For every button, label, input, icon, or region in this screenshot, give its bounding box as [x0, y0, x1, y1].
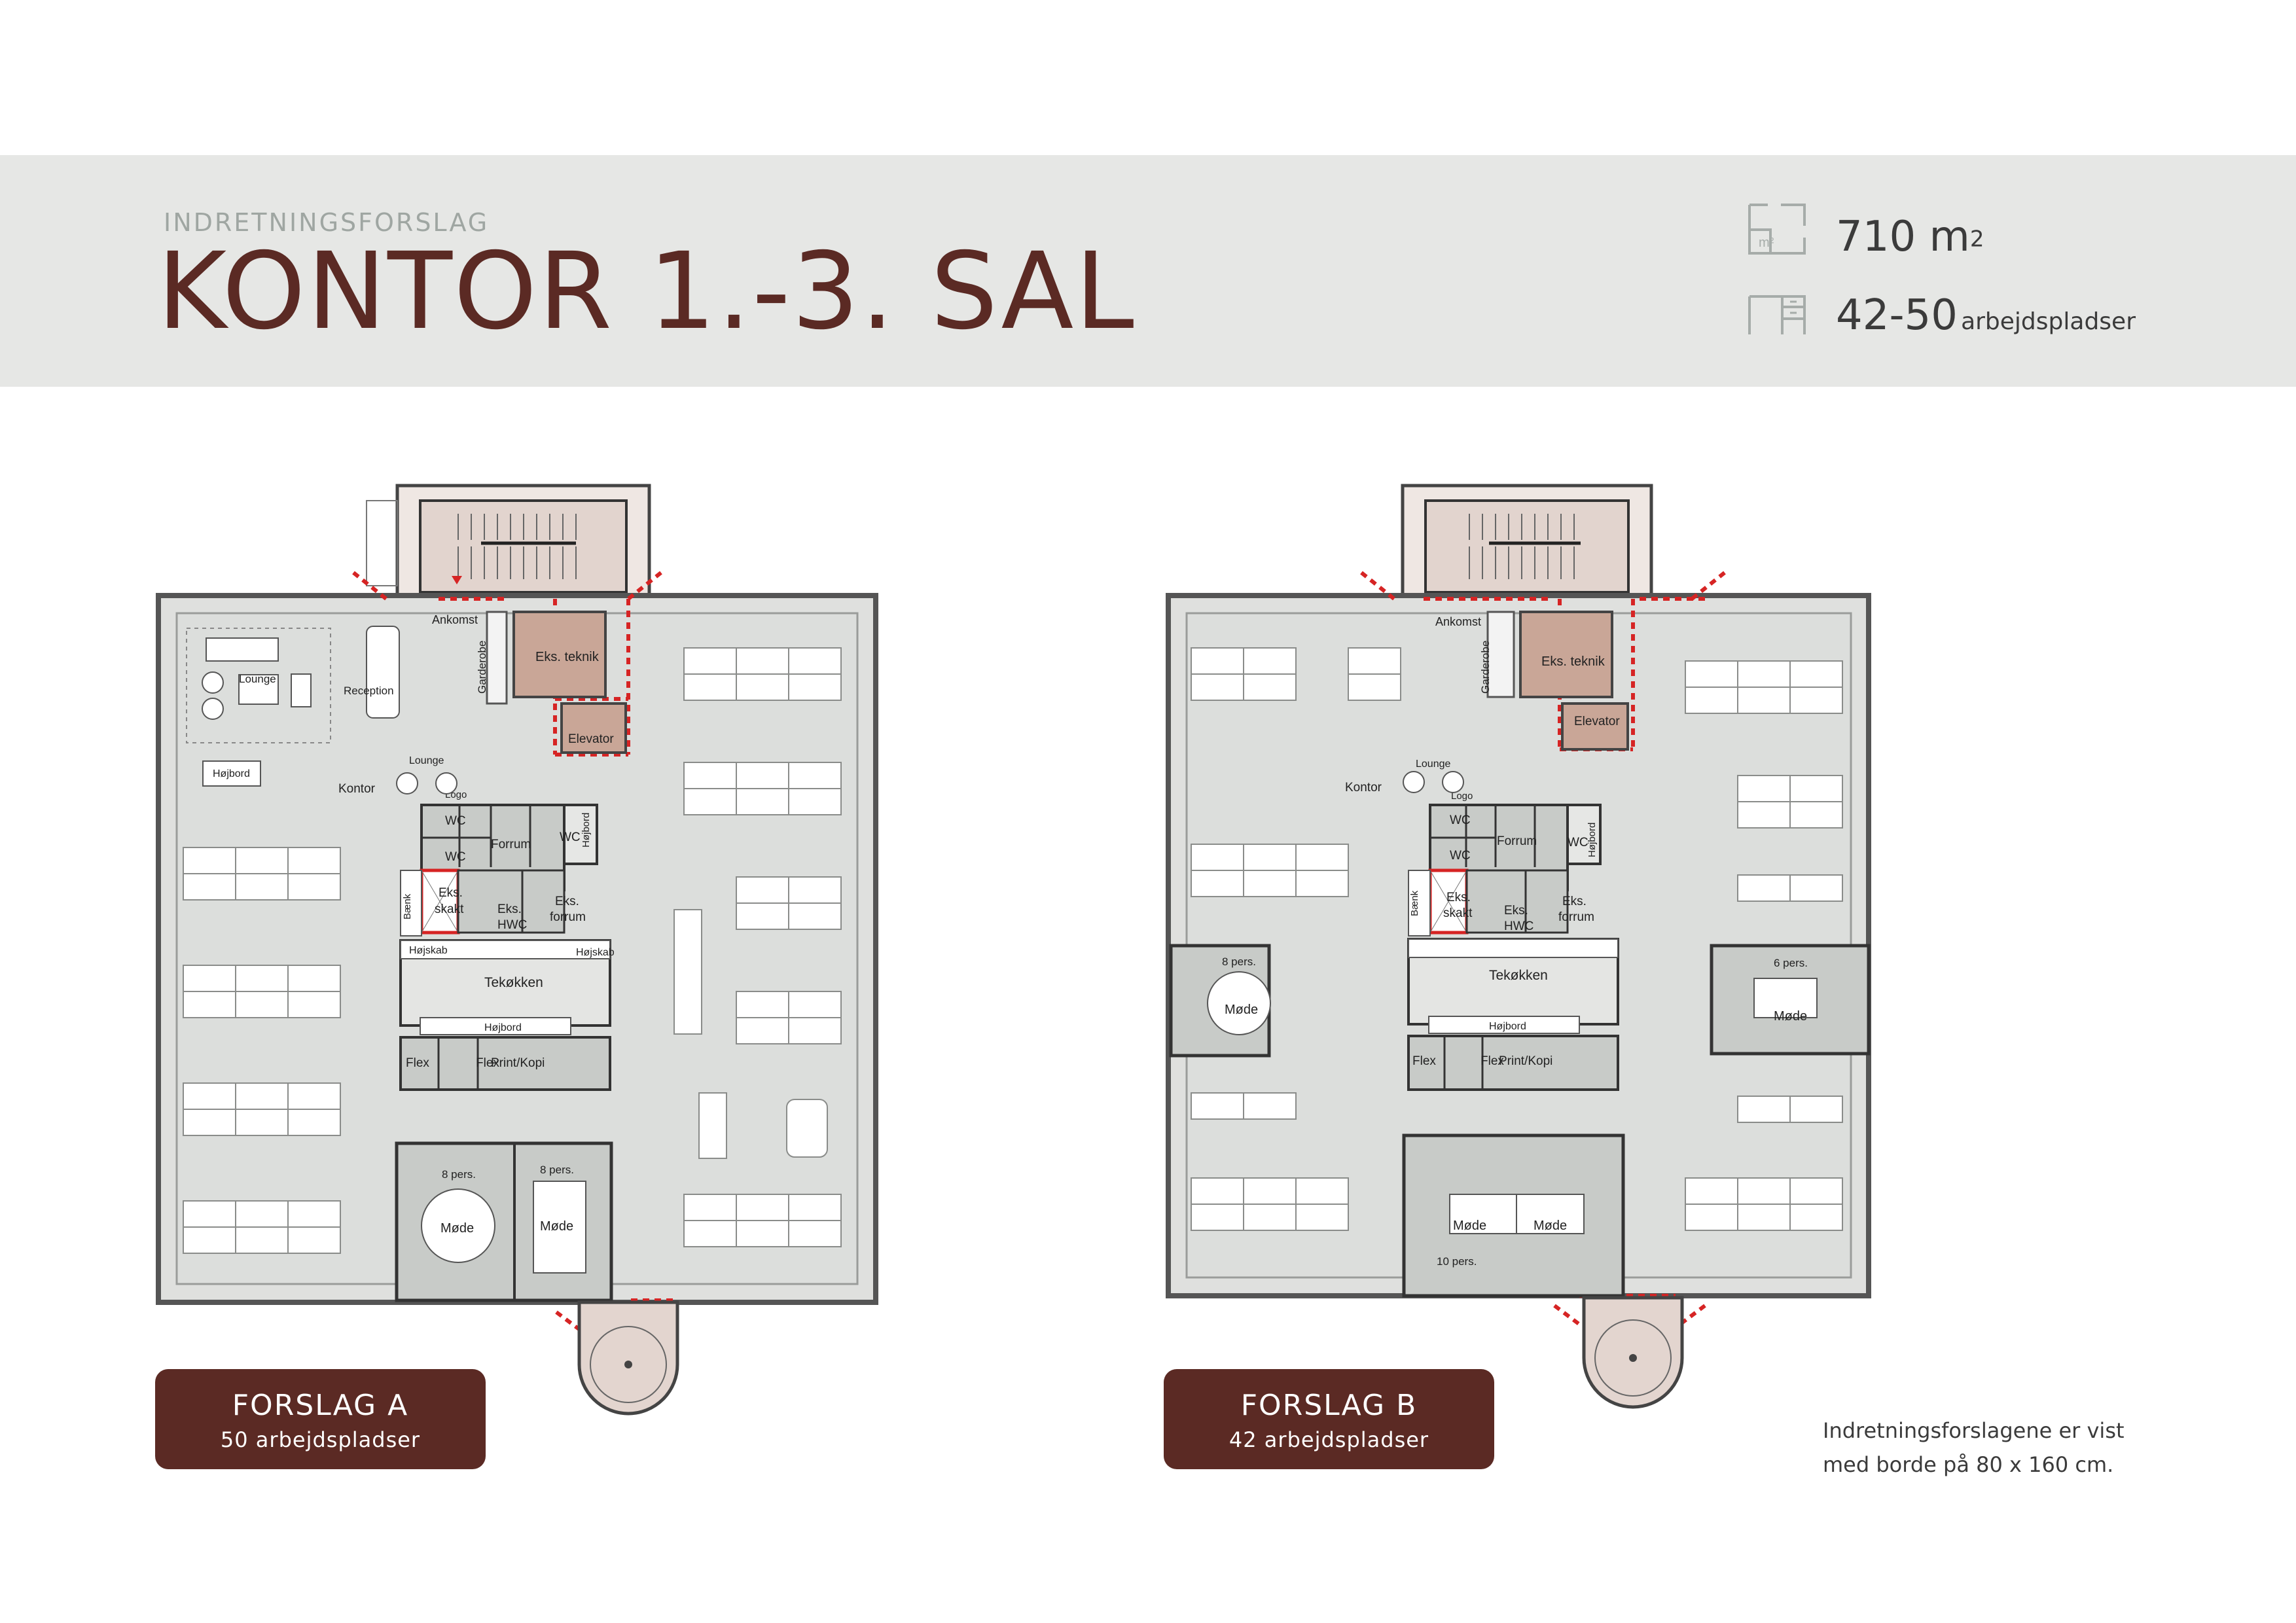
plan-a-hojskab2-label: Højskab	[576, 947, 615, 958]
layout-note-line1: Indretningsforslagene er vist	[1823, 1418, 2125, 1443]
seats-label: arbejdspladser	[1961, 308, 2136, 335]
plan-a-hojbord-label: Højbord	[213, 768, 250, 779]
plan-a-pers1-label: 8 pers.	[442, 1168, 476, 1181]
plan-a-eks-skakt-label-2: skakt	[435, 902, 464, 916]
plan-a-eks-skakt-label-1: Eks.	[439, 886, 463, 900]
forslag-b-title: FORSLAG B	[1240, 1389, 1418, 1422]
plan-a-lounge-label: Lounge	[239, 673, 276, 685]
plan-a-eks-hwc-label-2: HWC	[497, 918, 527, 932]
plan-b-pers-left-label: 8 pers.	[1222, 955, 1256, 968]
plan-a-garderobe-label: Garderobe	[476, 641, 488, 694]
page-kicker: INDRETNINGSFORSLAG	[164, 208, 490, 237]
plan-b-elevator-label: Elevator	[1574, 715, 1620, 728]
layout-note: Indretningsforslagene er vist med borde …	[1823, 1414, 2125, 1482]
plan-b-mode-left-label: Møde	[1225, 1003, 1258, 1017]
area-value: 710 m	[1836, 213, 1970, 261]
plan-b-eks-hwc-label-1: Eks.	[1504, 904, 1528, 918]
desk-clusters-b	[1191, 647, 1843, 1231]
plan-b-mode-c2-label: Møde	[1534, 1219, 1567, 1233]
plan-b-lounge-label: Lounge	[1416, 758, 1450, 770]
plan-b-wc2-label: WC	[1450, 849, 1471, 863]
desk-clusters-a	[183, 647, 842, 1254]
plan-a-tekokken-label: Tekøkken	[484, 975, 543, 990]
plan-b-logo-label: Logo	[1451, 791, 1473, 802]
spiral-stair-bottom-b	[1582, 1296, 1684, 1409]
forslag-b-subtitle: 42 arbejdspladser	[1229, 1427, 1429, 1452]
plan-a-wc1-label: WC	[445, 814, 466, 828]
plan-b-baenk-label: Bænk	[1409, 890, 1420, 916]
spiral-stair-bottom	[577, 1300, 679, 1416]
plan-b-garderobe-label: Garderobe	[1479, 641, 1492, 694]
plan-b-mode-c1-label: Møde	[1453, 1219, 1486, 1233]
plan-b-ankomst-label: Ankomst	[1435, 615, 1481, 628]
forslag-a-title: FORSLAG A	[232, 1389, 409, 1422]
plan-b-eks-skakt-label-2: skakt	[1443, 906, 1473, 920]
plan-b-eks-hwc-label-2: HWC	[1504, 919, 1534, 933]
plan-b-pers-c-label: 10 pers.	[1437, 1255, 1477, 1268]
plan-b-wc1-label: WC	[1450, 813, 1471, 827]
forslag-b-badge: FORSLAG B 42 arbejdspladser	[1164, 1369, 1494, 1469]
plan-b-eks-forrum-label-1: Eks.	[1562, 895, 1587, 908]
desk-icon	[1748, 295, 1806, 334]
plan-b-kontor-label: Kontor	[1345, 781, 1382, 794]
plan-a-eks-forrum-label-1: Eks.	[555, 895, 579, 908]
stair-tower-top	[366, 484, 651, 607]
plan-a-hojbord2-label: Højbord	[484, 1022, 522, 1033]
plan-b-forrum-label: Forrum	[1497, 834, 1537, 848]
plan-b-wc3-label: WC	[1568, 836, 1588, 849]
floorplan-b: Ankomst Garderobe Eks. teknik Elevator K…	[1166, 484, 1871, 1409]
header-band	[0, 155, 2296, 387]
floorplan-a: Ankomst Garderobe Eks. teknik Elevator L…	[156, 484, 878, 1416]
plan-b-flex1-label: Flex	[1412, 1054, 1436, 1068]
plan-b-hojbord2-label: Højbord	[1489, 1021, 1526, 1032]
core-block-b	[1408, 804, 1602, 936]
seats-value: 42-50	[1836, 291, 1958, 340]
plan-a-eks-hwc-label-1: Eks.	[497, 902, 522, 916]
page-title: KONTOR 1.-3. SAL	[157, 230, 1136, 353]
plan-a-hojbord-side-label: Højbord	[581, 813, 592, 847]
eks-teknik-room-b	[1519, 611, 1613, 698]
plan-a-elevator-label: Elevator	[568, 732, 614, 746]
plan-b-eks-teknik-label: Eks. teknik	[1541, 654, 1605, 669]
plan-a-ankomst-label: Ankomst	[432, 613, 478, 626]
plan-a-eks-teknik-label: Eks. teknik	[535, 650, 600, 664]
stair-tower-top-b	[1401, 484, 1653, 607]
plan-a-lounge2-label: Lounge	[409, 755, 444, 766]
plan-b-tekokken-label: Tekøkken	[1489, 968, 1548, 983]
floorplan-area-icon-label: m²	[1759, 236, 1774, 250]
seats-stat: 42-50 arbejdspladser	[1836, 291, 2136, 340]
forslag-a-badge: FORSLAG A 50 arbejdspladser	[155, 1369, 486, 1469]
plan-b-print-label: Print/Kopi	[1499, 1054, 1552, 1068]
plan-b-pers-right-label: 6 pers.	[1774, 957, 1808, 969]
area-stat: 710 m2	[1836, 213, 1984, 261]
plan-b-eks-skakt-label-1: Eks.	[1446, 891, 1471, 904]
floorplan-area-icon: m²	[1748, 204, 1806, 255]
elevator-room	[560, 702, 627, 754]
plan-a-print-label: Print/Kopi	[491, 1056, 545, 1070]
plan-a-wc2-label: WC	[445, 850, 466, 864]
core-block	[400, 804, 598, 936]
plan-a-kontor-label: Kontor	[338, 782, 376, 796]
plan-a-hojskab1-label: Højskab	[409, 945, 448, 956]
plan-a-baenk-label: Bænk	[402, 893, 413, 919]
forslag-a-subtitle: 50 arbejdspladser	[220, 1427, 421, 1452]
plan-a-flex2-label: Flex	[476, 1056, 499, 1070]
plan-b-mode-right-label: Møde	[1774, 1009, 1807, 1024]
plan-a-wc3-label: WC	[560, 830, 581, 844]
plan-a-eks-forrum-label-2: forrum	[550, 910, 586, 924]
plan-a-forrum-label: Forrum	[491, 838, 531, 851]
plan-b-eks-forrum-label-2: forrum	[1558, 910, 1594, 924]
plan-a-pers2-label: 8 pers.	[540, 1164, 574, 1176]
layout-note-line2: med borde på 80 x 160 cm.	[1823, 1452, 2114, 1477]
area-unit-sup: 2	[1969, 226, 1984, 253]
plan-b-flex2-label: Flex	[1480, 1054, 1504, 1068]
eks-teknik-room	[512, 611, 607, 698]
plan-a-reception-label: Reception	[344, 685, 394, 697]
elevator-room-b	[1561, 702, 1629, 751]
plan-a-mode1-label: Møde	[440, 1221, 474, 1236]
garderobe-rack	[486, 611, 508, 705]
plan-b-hojbord-side-label: Højbord	[1587, 823, 1598, 857]
plan-a-flex1-label: Flex	[406, 1056, 429, 1070]
plan-a-mode2-label: Møde	[540, 1219, 573, 1234]
